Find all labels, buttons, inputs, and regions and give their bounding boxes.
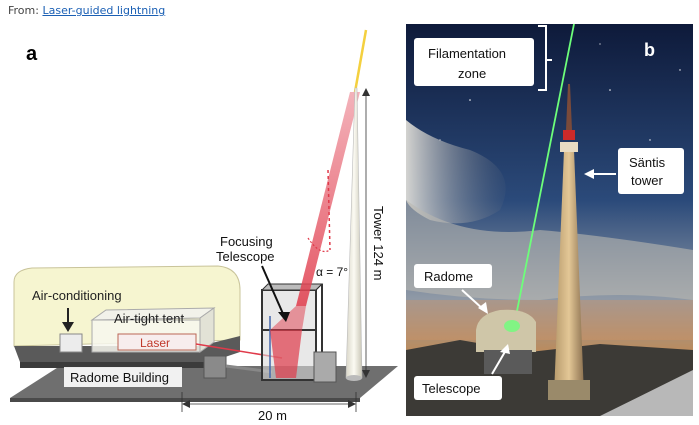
distance-arrow-right <box>348 400 356 408</box>
air-tight-tent-label: Air-tight tent <box>114 311 184 326</box>
panel-b: b Filamentation zone Säntis tower Radome… <box>406 23 693 416</box>
ground-edge <box>10 398 360 402</box>
ac-arrow-head <box>62 322 74 332</box>
panel-b-letter: b <box>644 40 655 60</box>
cloud-left <box>406 120 506 224</box>
focusing-arrow-head <box>278 312 290 322</box>
telescope-arrow-shaft <box>491 349 507 375</box>
beam-upper-telescope <box>270 306 306 330</box>
distance-label: 20 m <box>258 408 287 423</box>
horizon-glow <box>406 300 693 340</box>
laser-box <box>117 333 197 351</box>
santis-label-box <box>618 148 684 194</box>
radome-building-label: Radome Building <box>70 370 169 385</box>
beam-duct-box <box>203 355 227 379</box>
focusing-arrow-shaft <box>261 265 285 317</box>
tower-base <box>346 375 362 381</box>
from-prefix: From: <box>8 4 43 17</box>
panel-a: a Air-conditioning Air-tight tent Laser … <box>10 29 398 423</box>
radome-label-box <box>414 264 492 288</box>
angle-arc <box>307 237 331 253</box>
santis-arrow-head <box>584 169 594 179</box>
green-glow <box>504 320 520 332</box>
santis-label-1: Säntis <box>629 155 666 170</box>
panel-a-letter: a <box>26 43 38 65</box>
source-line: From: Laser-guided lightning <box>8 4 165 17</box>
article-link[interactable]: Laser-guided lightning <box>42 4 166 17</box>
equipment-cabinet <box>313 351 337 383</box>
telescope-label: Telescope <box>422 381 481 396</box>
focusing-label-1: Focusing <box>220 234 273 249</box>
radome-label: Radome <box>424 269 473 284</box>
tower-top-ring <box>560 142 578 152</box>
laser-beam <box>296 92 360 306</box>
telescope-arrow-head <box>500 344 510 354</box>
height-arrow-bottom <box>362 370 370 378</box>
filamentation-label-2: zone <box>458 66 486 81</box>
radome-base-photo <box>484 350 532 374</box>
tower-base-b <box>548 380 590 400</box>
radome-arrow-head <box>478 302 488 314</box>
filament-segment <box>353 29 368 93</box>
height-arrow-top <box>362 88 370 96</box>
radome-floor-edge <box>20 362 210 368</box>
tower-height-label: Tower 124 m <box>371 206 386 280</box>
filamentation-bracket <box>538 25 552 91</box>
filamentation-label-box <box>414 38 534 86</box>
radome-building-label-bg <box>64 367 182 387</box>
building-right <box>600 370 693 416</box>
tent-side <box>199 307 215 353</box>
green-laser-beam <box>513 23 575 327</box>
filamentation-label-1: Filamentation <box>428 46 506 61</box>
beam-in-telescope <box>270 330 302 378</box>
santis-label-2: tower <box>631 173 663 188</box>
telescope-label-box <box>414 376 502 400</box>
alpha-label: α = 7° <box>316 265 348 279</box>
radome-photo <box>476 309 536 352</box>
ac-unit <box>59 333 83 353</box>
santis-tower <box>554 150 584 395</box>
focusing-label-2: Telescope <box>216 249 275 264</box>
tower-antenna <box>566 84 572 130</box>
tower-red-band <box>563 130 575 140</box>
distance-arrow-left <box>182 400 190 408</box>
air-conditioning-label: Air-conditioning <box>32 288 122 303</box>
laser-label: Laser <box>140 336 170 350</box>
beam-cone-dashed <box>327 169 331 251</box>
